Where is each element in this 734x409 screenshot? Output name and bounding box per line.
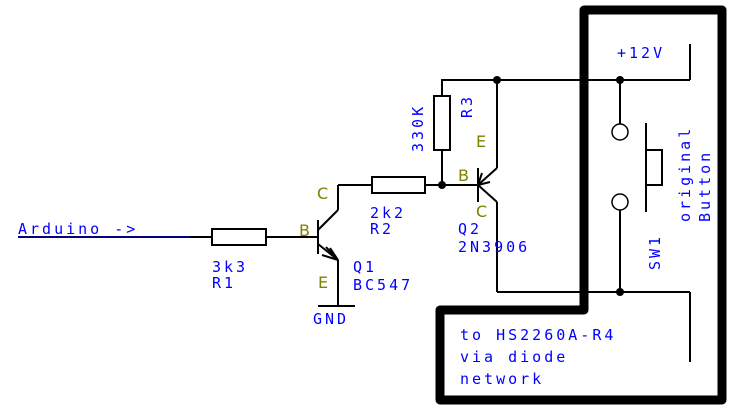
q2-pin-e: E <box>476 132 486 151</box>
resistor-r2 <box>371 176 426 194</box>
net-label-output-line1: to HS2260A-R4 <box>460 326 616 344</box>
r3-ref: R3 <box>458 94 476 118</box>
net-label-button-line2: Button <box>696 150 714 222</box>
net-label-output-line2: via diode <box>460 348 568 366</box>
resistor-r1 <box>211 228 267 246</box>
r3-value: 330K <box>409 104 427 152</box>
q1-pin-b: B <box>299 221 310 240</box>
q1-pin-c: C <box>317 184 328 203</box>
q2-pin-c: C <box>476 202 487 221</box>
switch-sw1 <box>611 80 663 292</box>
net-label-arduino: Arduino -> <box>18 220 138 238</box>
r2-ref: R2 <box>370 220 394 238</box>
original-device-outline <box>435 5 727 405</box>
transistor-q1 <box>317 185 339 306</box>
sw1-ref: SW1 <box>646 234 664 270</box>
q2-pin-b: B <box>458 166 469 185</box>
wire-r3-top <box>441 79 497 96</box>
net-label-button-line1: original <box>676 126 694 222</box>
q1-pin-e: E <box>318 273 328 292</box>
net-label-gnd: GND <box>313 310 349 328</box>
q1-value: BC547 <box>353 276 413 294</box>
junction-sw1-bottom <box>616 288 624 296</box>
r1-ref: R1 <box>212 274 236 292</box>
resistor-r3 <box>433 95 451 151</box>
q2-value: 2N3906 <box>458 238 530 256</box>
r2-value: 2k2 <box>370 204 406 222</box>
net-label-output-line3: network <box>460 370 544 388</box>
r1-value: 3k3 <box>212 258 248 276</box>
q2-ref: Q2 <box>458 220 482 238</box>
transistor-q2 <box>477 80 498 292</box>
q1-ref: Q1 <box>353 258 377 276</box>
net-label-vcc: +12V <box>617 44 665 62</box>
